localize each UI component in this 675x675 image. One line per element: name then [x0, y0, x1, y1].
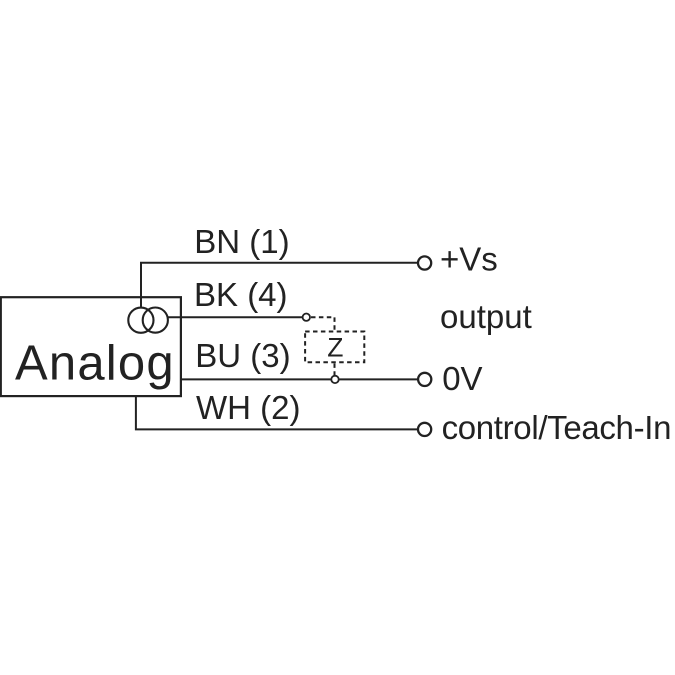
svg-text:Analog: Analog: [15, 336, 175, 390]
svg-text:control/Teach-In: control/Teach-In: [442, 409, 672, 446]
svg-text:WH (2): WH (2): [196, 389, 300, 426]
svg-text:BK (4): BK (4): [194, 276, 288, 313]
svg-text:+Vs: +Vs: [440, 240, 498, 277]
svg-text:Z: Z: [327, 332, 343, 362]
svg-text:BU (3): BU (3): [195, 337, 290, 374]
svg-text:output: output: [440, 298, 532, 335]
svg-text:BN (1): BN (1): [194, 223, 289, 260]
svg-text:0V: 0V: [442, 360, 482, 397]
